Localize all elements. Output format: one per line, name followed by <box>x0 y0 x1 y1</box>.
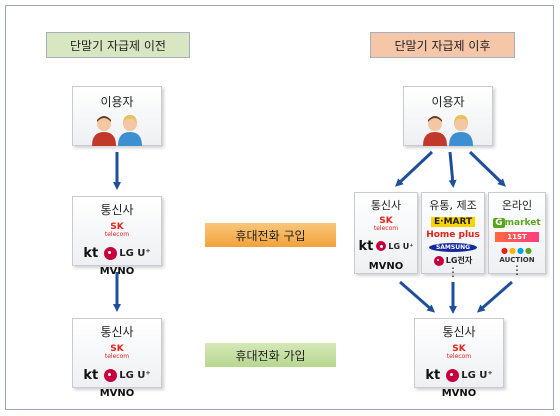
user-label: 이용자 <box>100 95 134 109</box>
label-phone-purchase: 휴대전화 구입 <box>205 223 336 247</box>
header-before: 단말기 자급제 이전 <box>46 32 190 58</box>
distribution-label: 유통, 제조 <box>429 199 477 212</box>
lg-uplus-logo: LG U⁺ <box>104 246 151 260</box>
sk-telecom-logo: SK telecom <box>373 215 399 232</box>
label-phone-subscription: 휴대전화 가입 <box>205 343 336 367</box>
auction-dots: ●●●● <box>501 246 533 255</box>
sk-telecom-logo: SK telecom <box>104 343 130 360</box>
carrier-card-after: 통신사 SK telecom kt LG U⁺ MVNO <box>354 192 418 274</box>
online-label: 온라인 <box>501 199 533 212</box>
distribution-card: 유통, 제조 E·MART Home plus SAMSUNG LG전자 ⋮ <box>421 192 485 279</box>
more-dots: ⋮ <box>447 265 459 279</box>
user-label: 이용자 <box>431 95 465 109</box>
carrier-label: 통신사 <box>100 203 134 217</box>
more-dots: ⋮ <box>511 263 523 277</box>
homeplus-logo: Home plus <box>426 230 480 240</box>
carrier-card-before-2: 통신사 SK telecom kt LG U⁺ MVNO <box>72 318 162 399</box>
lg-uplus-logo: LG U⁺ <box>376 241 414 251</box>
lg-electronics-logo: LG전자 <box>422 255 484 266</box>
kt-logo: kt <box>358 238 374 254</box>
auction-logo: AUCTION <box>499 256 535 264</box>
carrier-label: 통신사 <box>370 199 402 212</box>
carrier-card-before-1: 통신사 SK telecom kt LG U⁺ MVNO <box>72 196 162 277</box>
kt-logo: kt <box>83 367 99 383</box>
user-card-before: 이용자 <box>72 86 162 146</box>
lg-uplus-logo: LG U⁺ <box>104 368 151 382</box>
user-card-after: 이용자 <box>403 86 493 146</box>
11st-logo: 11ST <box>495 232 539 242</box>
mvno-label: MVNO <box>99 388 135 399</box>
emart-logo: E·MART <box>431 217 475 227</box>
sk-telecom-logo: SK telecom <box>104 221 130 238</box>
mvno-label: MVNO <box>441 388 477 399</box>
kt-logo: kt <box>425 367 441 383</box>
users-icon <box>404 114 492 146</box>
mvno-label: MVNO <box>368 261 404 272</box>
carrier-label: 통신사 <box>442 325 476 339</box>
sk-telecom-logo: SK telecom <box>446 343 472 360</box>
mvno-label: MVNO <box>99 266 135 277</box>
carrier-card-after-bottom: 통신사 SK telecom kt LG U⁺ MVNO <box>414 318 504 399</box>
header-after: 단말기 자급제 이후 <box>370 32 515 58</box>
lg-uplus-logo: LG U⁺ <box>446 368 493 382</box>
users-icon <box>73 114 161 146</box>
carrier-label: 통신사 <box>100 325 134 339</box>
samsung-logo: SAMSUNG <box>429 243 477 252</box>
kt-logo: kt <box>83 245 99 261</box>
